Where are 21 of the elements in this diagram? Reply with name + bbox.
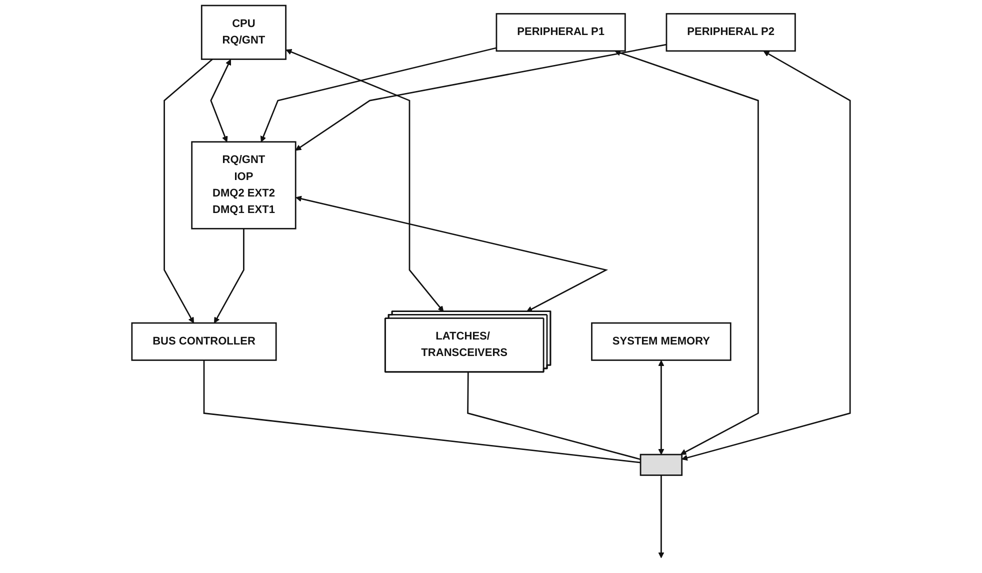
arrow: [296, 196, 608, 312]
arrow: [658, 475, 664, 558]
arrow: [614, 50, 759, 455]
block-box: SYSTEM MEMORY: [591, 322, 732, 361]
block-box: RQ/GNT IOP DMQ2 EXT2 DMQ1 EXT1: [191, 141, 296, 230]
arrow: [286, 49, 444, 312]
block-box: PERIPHERAL P1: [496, 13, 626, 52]
connector: [467, 372, 641, 460]
arrow: [260, 47, 497, 142]
arrow: [658, 360, 664, 455]
arrow: [682, 50, 851, 461]
block-box: CPU RQ/GNT: [200, 4, 286, 60]
arrow: [164, 58, 213, 324]
arrow: [214, 228, 244, 324]
arrow: [210, 59, 232, 142]
connector: [203, 360, 641, 464]
block-box: LATCHES/ TRANSCEIVERS: [384, 310, 552, 373]
bus-bar: [640, 454, 683, 476]
block-box: BUS CONTROLLER: [131, 322, 277, 361]
block-box: PERIPHERAL P2: [666, 13, 796, 52]
arrow: [295, 44, 667, 151]
